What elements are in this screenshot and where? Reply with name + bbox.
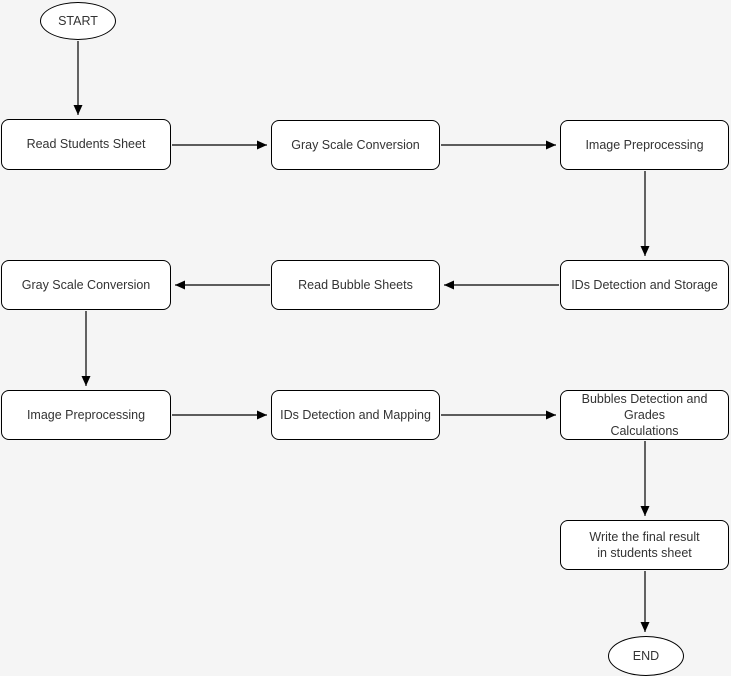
node-end-label: END: [632, 648, 660, 663]
node-write-final-result-label: Write the final result in students sheet: [589, 529, 700, 560]
node-read-students-sheet-label: Read Students Sheet: [26, 137, 146, 152]
node-write-final-result: Write the final result in students sheet: [560, 520, 729, 570]
node-gray-scale-conversion-2-label: Gray Scale Conversion: [21, 277, 151, 292]
node-image-preprocessing-2-label: Image Preprocessing: [26, 407, 146, 422]
node-image-preprocessing-1: Image Preprocessing: [560, 120, 729, 170]
node-start: START: [40, 2, 116, 40]
node-bubbles-detection-and-grades-calculations-label: Bubbles Detection and Grades Calculation…: [581, 391, 708, 439]
node-ids-detection-and-storage-label: IDs Detection and Storage: [571, 277, 718, 292]
node-ids-detection-and-storage: IDs Detection and Storage: [560, 260, 729, 310]
node-ids-detection-and-mapping-label: IDs Detection and Mapping: [280, 407, 431, 422]
node-image-preprocessing-2: Image Preprocessing: [1, 390, 171, 440]
node-image-preprocessing-1-label: Image Preprocessing: [585, 137, 704, 152]
node-gray-scale-conversion-1: Gray Scale Conversion: [271, 120, 440, 170]
node-read-students-sheet: Read Students Sheet: [1, 119, 171, 170]
node-read-bubble-sheets: Read Bubble Sheets: [271, 260, 440, 310]
node-end: END: [608, 636, 684, 676]
node-start-label: START: [58, 13, 98, 28]
node-gray-scale-conversion-2: Gray Scale Conversion: [1, 260, 171, 310]
node-bubbles-detection-and-grades-calculations: Bubbles Detection and Grades Calculation…: [560, 390, 729, 440]
node-ids-detection-and-mapping: IDs Detection and Mapping: [271, 390, 440, 440]
node-read-bubble-sheets-label: Read Bubble Sheets: [298, 277, 413, 292]
node-gray-scale-conversion-1-label: Gray Scale Conversion: [291, 137, 420, 152]
